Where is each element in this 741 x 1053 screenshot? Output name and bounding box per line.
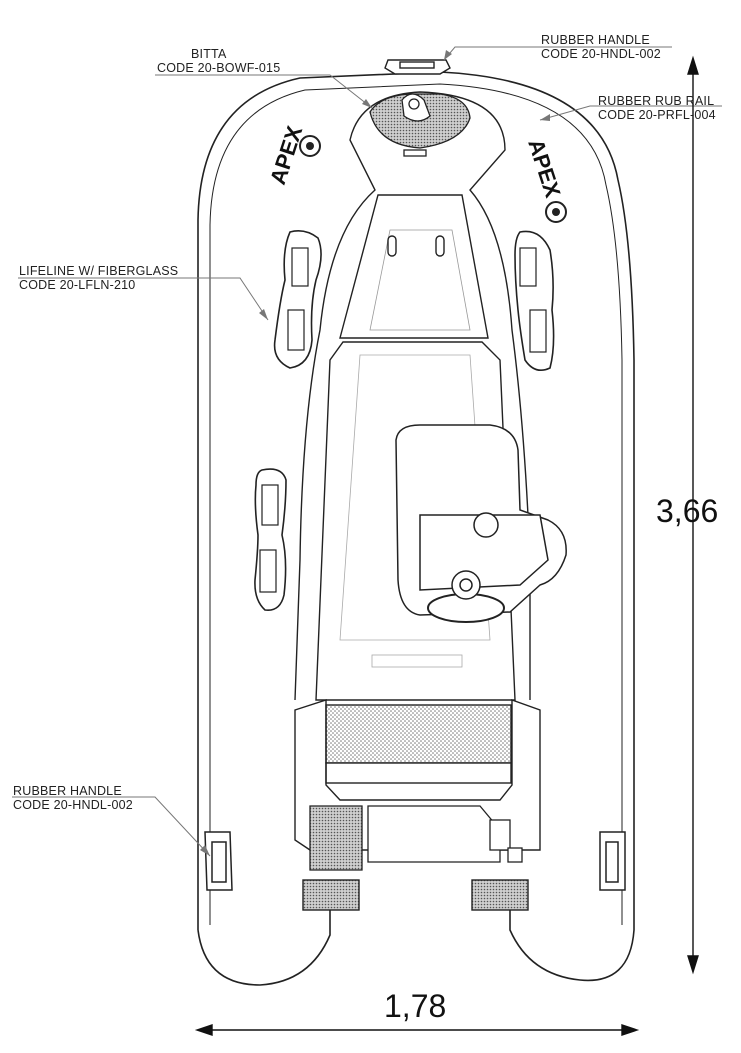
- width-dimension-value: 1,78: [384, 988, 447, 1024]
- stern-locker: [294, 699, 541, 851]
- stern-pads: [302, 879, 529, 911]
- callout-bitta-code: CODE 20-BOWF-015: [157, 61, 281, 75]
- leader-arrows: [200, 50, 550, 856]
- callout-lifeline-title: LIFELINE W/ FIBERGLASS: [19, 264, 179, 278]
- callout-rub-rail-code: CODE 20-PRFL-004: [598, 108, 716, 122]
- hull-inner-tube: [294, 91, 531, 701]
- callout-rub-rail: RUBBER RUB RAIL CODE 20-PRFL-004: [598, 94, 716, 122]
- leader-stern-handle: [12, 796, 211, 857]
- transom: [309, 805, 523, 871]
- callout-stern-handle: RUBBER HANDLE CODE 20-HNDL-002: [13, 784, 133, 812]
- width-dimension-line: [194, 1024, 640, 1036]
- callout-rub-rail-title: RUBBER RUB RAIL: [598, 94, 715, 108]
- callout-bow-handle-title: RUBBER HANDLE: [541, 33, 650, 47]
- callout-lifeline: LIFELINE W/ FIBERGLASS CODE 20-LFLN-210: [19, 264, 178, 292]
- lifeline-handles: [254, 230, 555, 612]
- leader-rub-rail: [539, 105, 722, 121]
- hull-outer-tube: [197, 71, 635, 986]
- brand-text-right: APEX: [523, 136, 565, 201]
- length-dimension-line: [687, 55, 699, 975]
- bow-rubber-handle: [384, 59, 451, 75]
- callout-bow-handle: RUBBER HANDLE CODE 20-HNDL-002: [541, 33, 661, 61]
- brand-logo-right: APEX: [523, 136, 567, 223]
- callout-bitta-title: BITTA: [191, 47, 227, 61]
- callout-stern-handle-code: CODE 20-HNDL-002: [13, 798, 133, 812]
- brand-logo-left: APEX: [265, 123, 321, 188]
- bow-locker: [369, 93, 471, 157]
- brand-text-left: APEX: [265, 123, 307, 188]
- callout-lifeline-code: CODE 20-LFLN-210: [19, 278, 136, 292]
- callout-bow-handle-code: CODE 20-HNDL-002: [541, 47, 661, 61]
- console-body: [315, 341, 516, 701]
- leader-bitta: [155, 74, 373, 109]
- callout-stern-handle-title: RUBBER HANDLE: [13, 784, 122, 798]
- helm-seat: [395, 424, 567, 623]
- leader-lifeline: [18, 277, 269, 321]
- callout-bitta: BITTA CODE 20-BOWF-015: [157, 47, 280, 75]
- stern-rubber-handles: [204, 831, 626, 891]
- length-dimension-value: 3,66: [656, 493, 719, 529]
- front-deck-panel: [339, 194, 489, 339]
